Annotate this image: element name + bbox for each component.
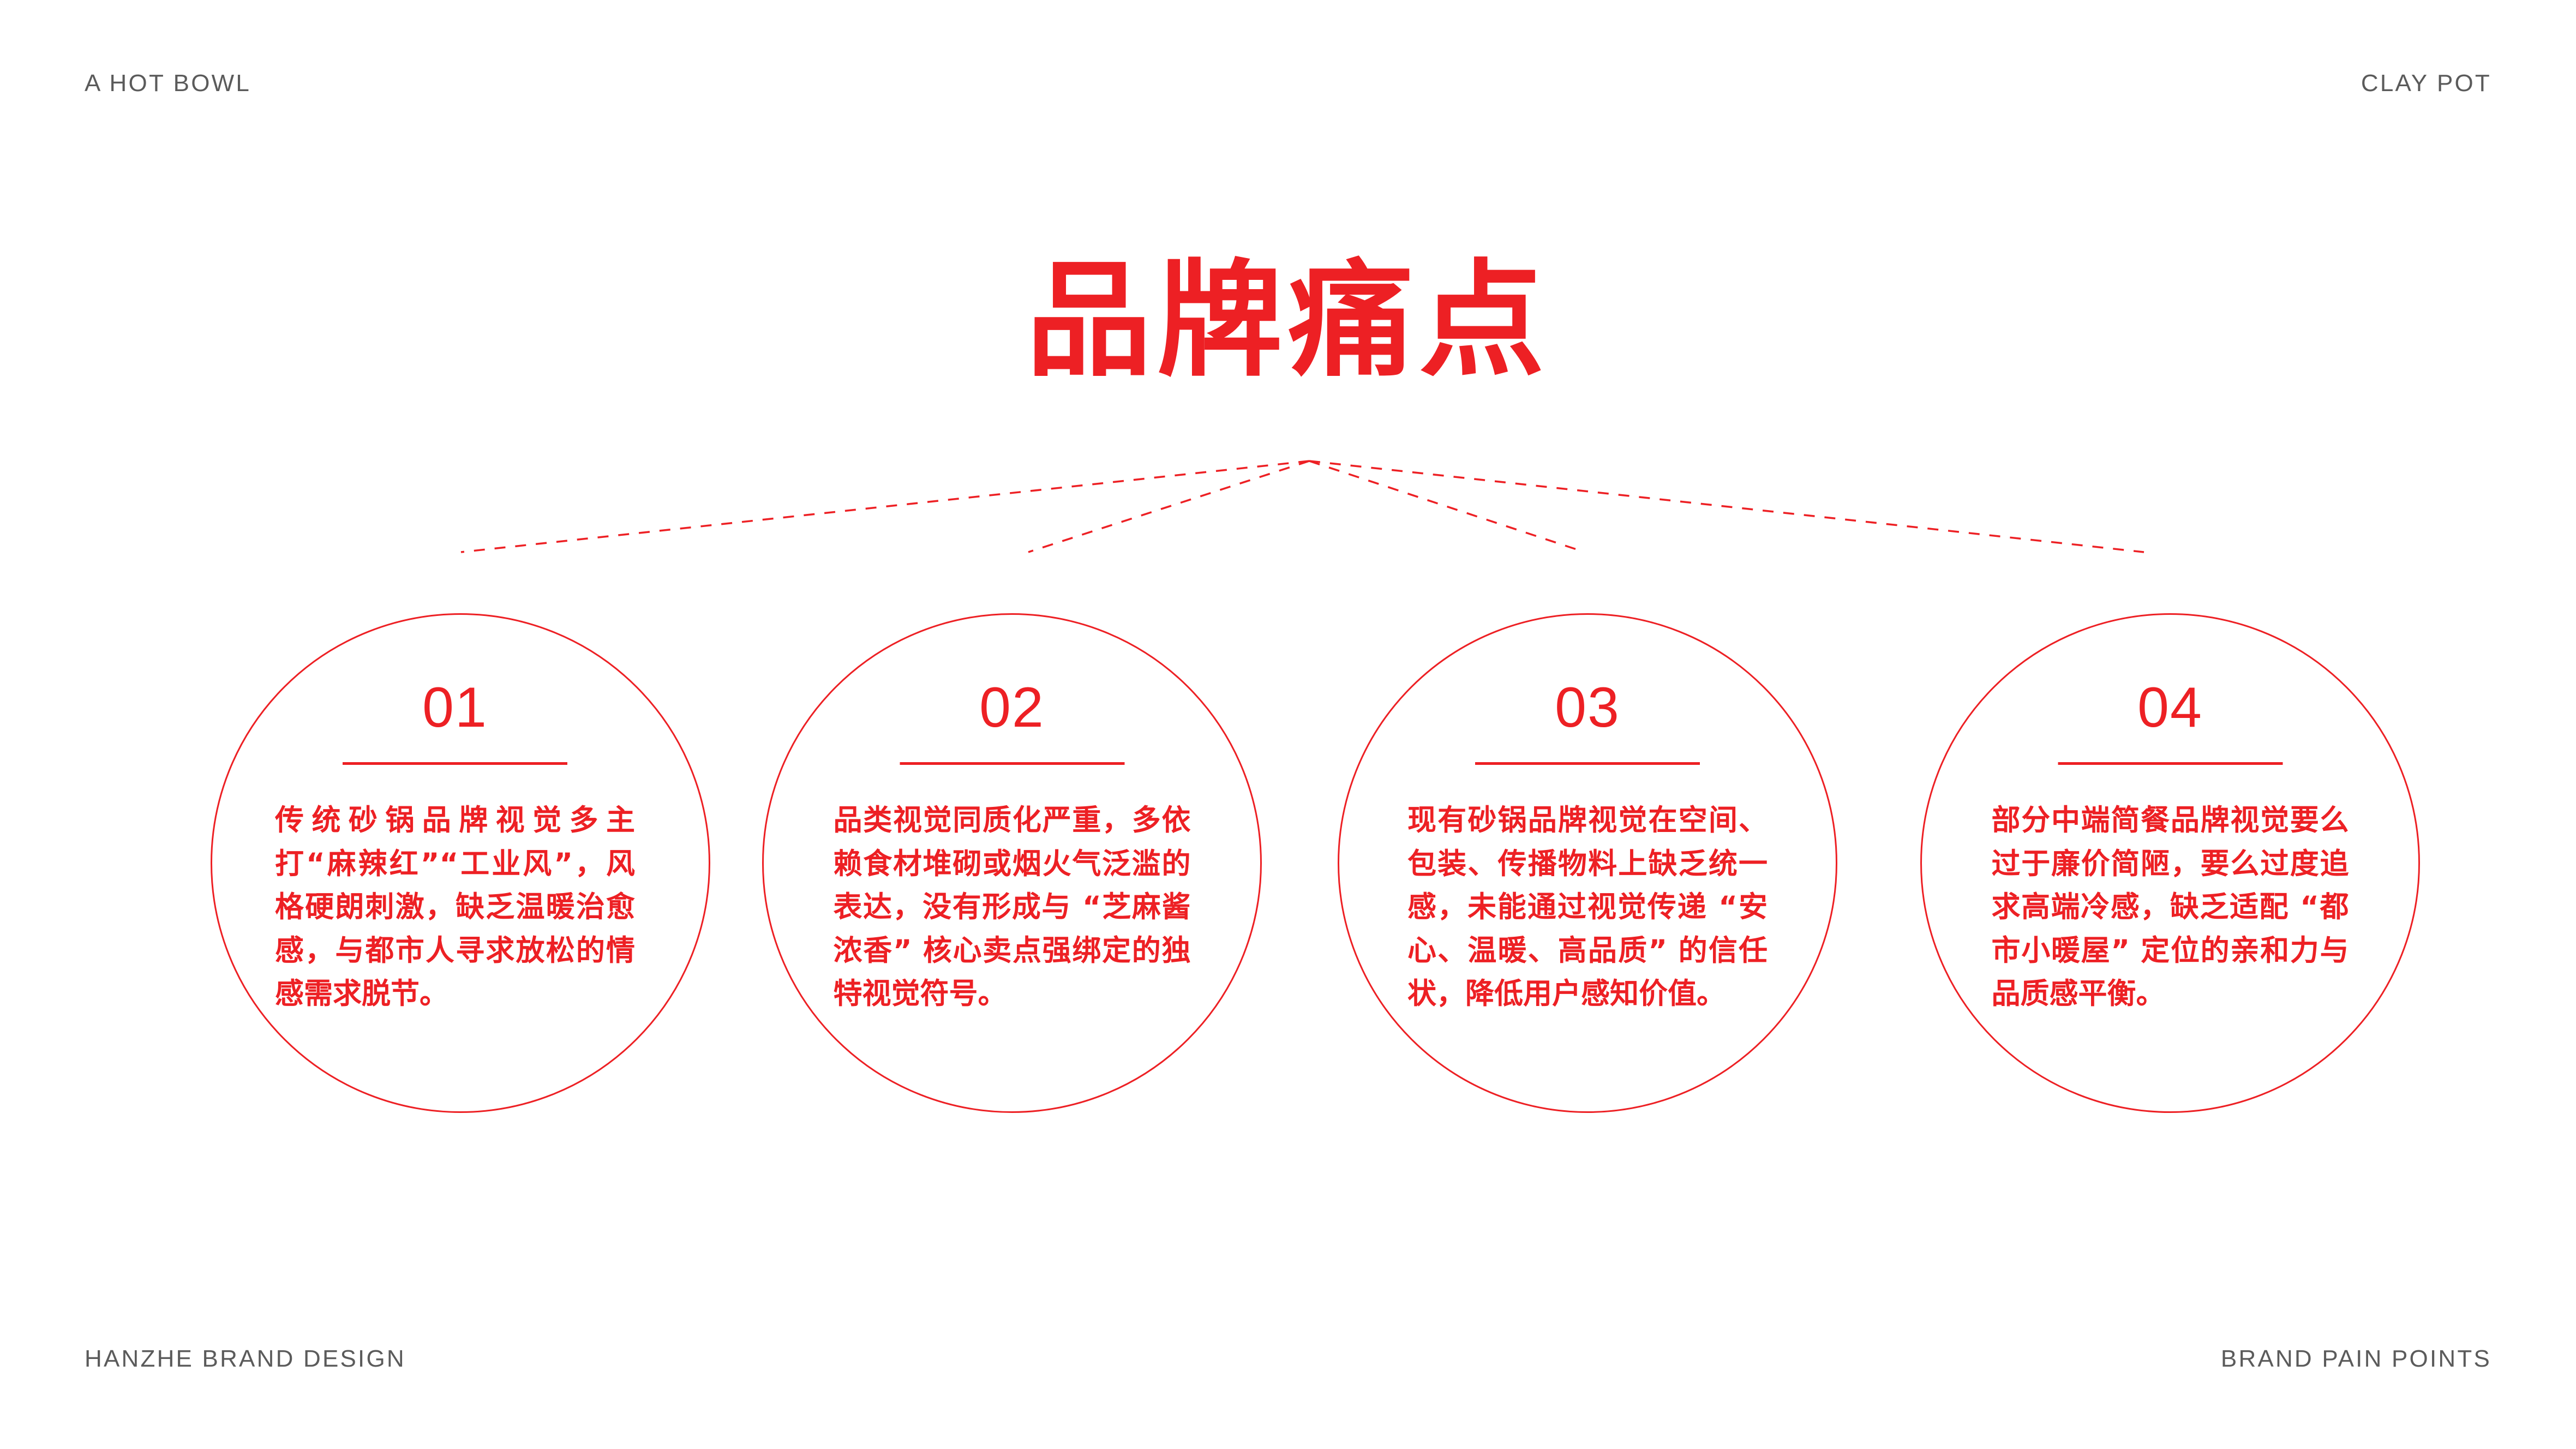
card-body-text: 品类视觉同质化严重，多依赖食材堆砌或烟火气泛滥的表达，没有形成与 “芝麻酱浓香”…	[833, 804, 1191, 1010]
pain-point-card-02[interactable]: 02 品类视觉同质化严重，多依赖食材堆砌或烟火气泛滥的表达，没有形成与 “芝麻酱…	[762, 613, 1262, 1113]
card-body-text: 传统砂锅品牌视觉多主打“麻辣红”“工业风”，风格硬朗刺激，缺乏温暖治愈感，与都市…	[275, 804, 635, 1010]
connector-line-3	[1309, 460, 1585, 553]
connector-line-1	[460, 460, 1310, 553]
header-right-label: CLAY POT	[2361, 70, 2491, 97]
pain-point-card-03[interactable]: 03 现有砂锅品牌视觉在空间、包装、传播物料上缺乏统一感，未能通过视觉传递 “安…	[1338, 613, 1837, 1113]
card-divider	[343, 762, 567, 765]
card-number: 01	[422, 676, 488, 739]
card-content: 01 传统砂锅品牌视觉多主打“麻辣红”“工业风”，风格硬朗刺激，缺乏温暖治愈感，…	[275, 679, 635, 1016]
footer-left-label: HANZHE BRAND DESIGN	[85, 1345, 406, 1372]
card-content: 02 品类视觉同质化严重，多依赖食材堆砌或烟火气泛滥的表达，没有形成与 “芝麻酱…	[834, 679, 1191, 1016]
card-content: 04 部分中端简餐品牌视觉要么过于廉价简陋，要么过度追求高端冷感，缺乏适配 “都…	[1992, 679, 2349, 1016]
pain-point-card-01[interactable]: 01 传统砂锅品牌视觉多主打“麻辣红”“工业风”，风格硬朗刺激，缺乏温暖治愈感，…	[211, 613, 710, 1113]
card-content: 03 现有砂锅品牌视觉在空间、包装、传播物料上缺乏统一感，未能通过视觉传递 “安…	[1407, 679, 1768, 1016]
card-divider	[2058, 762, 2283, 765]
card-body-text: 现有砂锅品牌视觉在空间、包装、传播物料上缺乏统一感，未能通过视觉传递 “安心、温…	[1407, 804, 1768, 1010]
connector-line-2	[1028, 460, 1310, 553]
header-left-label: A HOT BOWL	[85, 70, 251, 97]
pain-point-circles: 01 传统砂锅品牌视觉多主打“麻辣红”“工业风”，风格硬朗刺激，缺乏温暖治愈感，…	[0, 613, 2576, 1121]
pain-point-card-04[interactable]: 04 部分中端简餐品牌视觉要么过于廉价简陋，要么过度追求高端冷感，缺乏适配 “都…	[1920, 613, 2420, 1113]
card-number: 03	[1555, 676, 1620, 739]
footer-right-label: BRAND PAIN POINTS	[2220, 1345, 2491, 1372]
card-body-text: 部分中端简餐品牌视觉要么过于廉价简陋，要么过度追求高端冷感，缺乏适配 “都市小暖…	[1991, 804, 2349, 1010]
card-number: 02	[979, 676, 1045, 739]
page-title: 品牌痛点	[1026, 248, 1550, 394]
card-number: 04	[2137, 676, 2203, 739]
card-divider	[900, 762, 1124, 765]
card-divider	[1475, 762, 1700, 765]
connector-line-4	[1309, 460, 2144, 553]
